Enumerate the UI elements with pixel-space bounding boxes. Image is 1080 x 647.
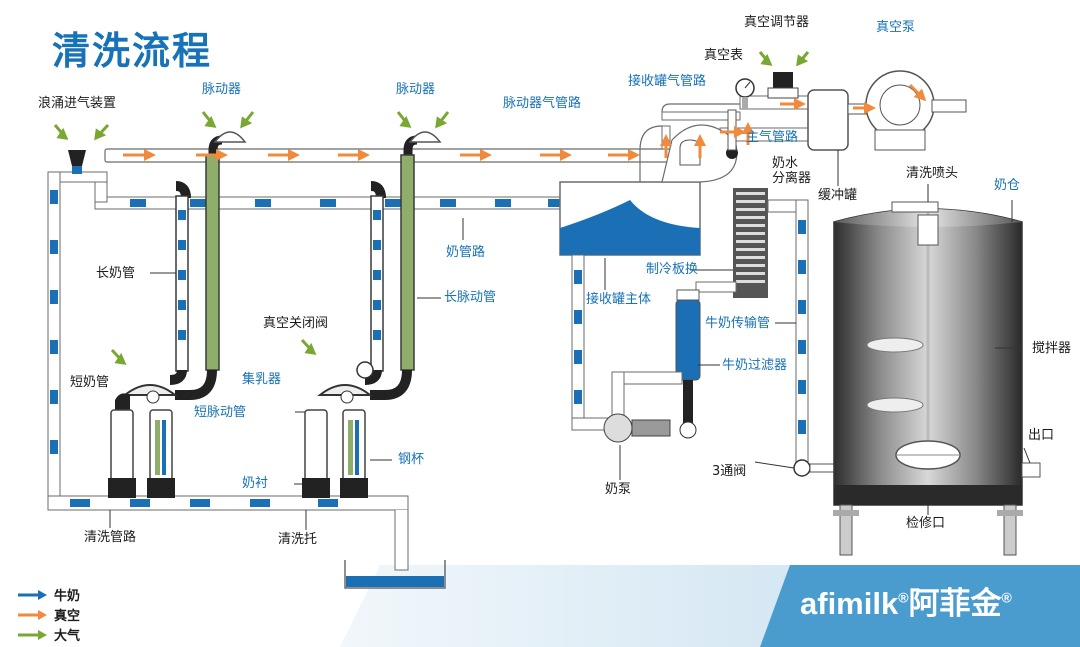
- pulsator-air-line: [104, 148, 671, 163]
- legend-air-label: 大气: [54, 629, 81, 644]
- label-vacuum-pump: 真空泵: [876, 20, 916, 35]
- label-outlet: 出口: [1028, 428, 1055, 443]
- vacuum-gauge: [735, 78, 755, 109]
- legend-milk-arrow-icon: [18, 589, 47, 600]
- legend-milk-label: 牛奶: [54, 589, 81, 604]
- label-three-way-valve: 3通阀: [712, 464, 747, 479]
- milk-pump: [603, 371, 683, 443]
- legend-milk: 牛奶: [18, 585, 80, 604]
- vacuum-pump: [847, 70, 967, 151]
- label-milk-water-separator: 奶水 分离器: [772, 156, 812, 186]
- vacuum-regulator: [767, 72, 799, 99]
- label-pulsator-1: 脉动器: [202, 82, 242, 97]
- label-short-milk-tube: 短奶管: [70, 375, 110, 390]
- plate-cooler: [733, 188, 768, 298]
- label-milk-tank: 奶仓: [994, 178, 1021, 193]
- milk-line: [59, 171, 636, 210]
- buffer-tank: [807, 89, 849, 151]
- surge-air-device: [68, 150, 86, 174]
- label-milk-transfer-line: 牛奶传输管: [705, 316, 771, 331]
- milking-unit-2: [302, 131, 442, 498]
- milk-transfer-line: [695, 199, 809, 471]
- label-main-air-line: 主气管路: [746, 130, 799, 145]
- label-vacuum-shutoff-valve: 真空关闭阀: [263, 316, 329, 331]
- label-pulsator-air-line: 脉动器气管路: [503, 96, 582, 111]
- brand-name: afimilk: [800, 586, 899, 621]
- brand-band-dark: [760, 565, 1080, 647]
- label-agitator: 搅拌器: [1032, 341, 1072, 356]
- legend-air-arrow-icon: [18, 629, 47, 640]
- label-surge-air-device: 浪涌进气装置: [38, 96, 117, 111]
- label-claw: 集乳器: [242, 372, 282, 387]
- label-long-milk-tube: 长奶管: [96, 266, 136, 281]
- legend-air: 大气: [18, 625, 80, 644]
- label-manhole: 检修口: [906, 516, 946, 531]
- three-way-valve: [793, 459, 837, 477]
- milking-unit-1: [108, 131, 247, 498]
- legend-vacuum-label: 真空: [54, 609, 81, 624]
- label-vacuum-regulator: 真空调节器: [744, 15, 810, 30]
- brand-logo: afimilk®阿菲金®: [800, 578, 1012, 623]
- label-wash-nozzle: 清洗喷头: [906, 166, 959, 181]
- label-buffer-tank: 缓冲罐: [818, 188, 858, 203]
- label-milk-filter: 牛奶过滤器: [722, 358, 788, 373]
- air-arrows: [53, 51, 810, 365]
- legend-vacuum-arrow-icon: [18, 609, 47, 620]
- milk-tank: [833, 201, 1041, 556]
- label-wash-tray: 清洗托: [278, 532, 318, 547]
- milk-filter: [675, 289, 701, 439]
- page-title: 清洗流程: [52, 29, 213, 73]
- label-receiver-body: 接收罐主体: [586, 292, 652, 307]
- leader-lines: [109, 150, 1031, 530]
- label-pulsator-2: 脉动器: [396, 82, 436, 97]
- label-vacuum-gauge: 真空表: [704, 48, 744, 63]
- wash-line: [47, 171, 409, 571]
- label-steel-cup: 钢杯: [398, 452, 425, 467]
- receiver-jar: [559, 124, 738, 431]
- label-milk-pump: 奶泵: [605, 482, 632, 497]
- brand-cn: 阿菲金: [908, 586, 1002, 621]
- label-liner: 奶衬: [242, 476, 269, 491]
- label-receiver-air-line: 接收罐气管路: [628, 74, 707, 89]
- label-plate-cooler: 制冷板换: [646, 262, 699, 277]
- brand-reg-mark: ®: [898, 589, 909, 606]
- brand-reg-mark-2: ®: [1001, 589, 1012, 606]
- label-short-pulse-tube: 短脉动管: [194, 405, 247, 420]
- wash-basin: [344, 560, 446, 589]
- label-wash-line: 清洗管路: [84, 530, 137, 545]
- vacuum-arrows: [123, 83, 927, 161]
- label-long-pulse-tube: 长脉动管: [444, 290, 497, 305]
- legend-vacuum: 真空: [18, 605, 80, 624]
- label-milk-line: 奶管路: [446, 245, 486, 260]
